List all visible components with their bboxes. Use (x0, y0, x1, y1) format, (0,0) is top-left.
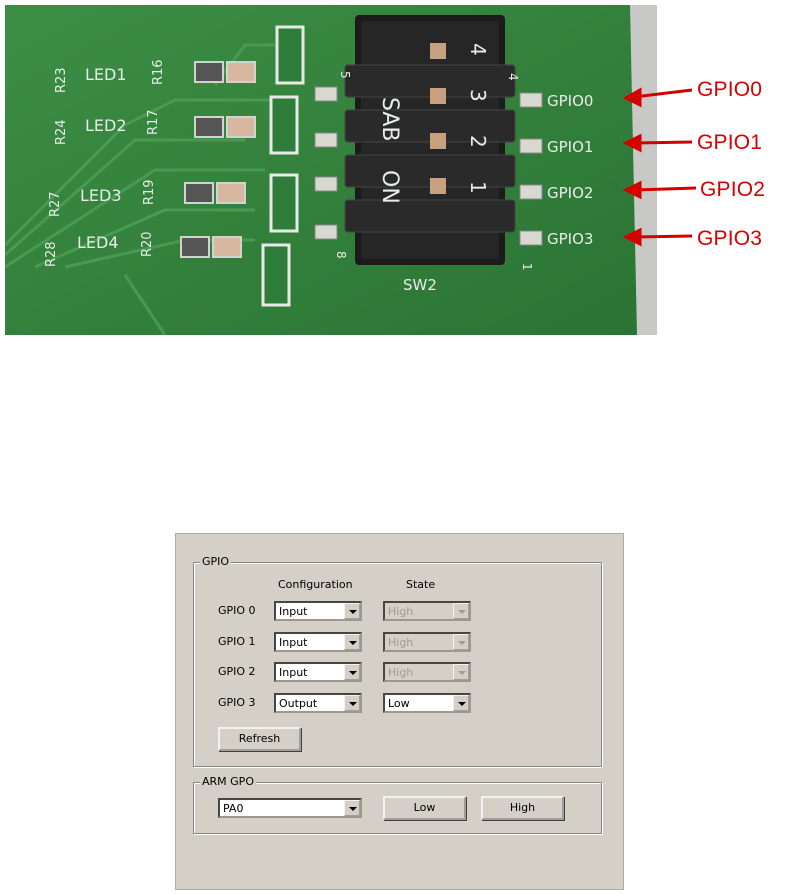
high-button[interactable]: High (481, 796, 564, 820)
state-header: State (406, 578, 435, 591)
dropdown-arrow-icon[interactable] (344, 603, 360, 619)
arm-gpo-pin-select[interactable]: PA0 (218, 798, 362, 818)
pcb-photo: LED1 LED2 LED3 LED4 R23 R16 R24 R17 R27 … (5, 5, 657, 335)
pad-label-gpio3: GPIO3 (547, 230, 593, 248)
pin-number-1: 1 (520, 263, 534, 271)
arrow-icon (626, 183, 640, 197)
led2-label: LED2 (85, 116, 127, 135)
gpio2-state-select: High (383, 662, 471, 682)
gpio3-configuration-value: Output (279, 697, 317, 710)
gpio-settings-panel: GPIO Configuration State GPIO 0 Input Hi… (175, 533, 624, 890)
r23-label: R23 (54, 67, 69, 93)
dropdown-arrow-icon[interactable] (344, 664, 360, 680)
gpio3-state-select[interactable]: Low (383, 693, 471, 713)
gpio1-configuration-select[interactable]: Input (274, 632, 362, 652)
dropdown-arrow-icon[interactable] (344, 695, 360, 711)
gpio0-configuration-value: Input (279, 605, 307, 618)
callout-gpio1: GPIO1 (697, 131, 762, 155)
arrow-icon (626, 136, 640, 150)
arm-gpo-group-title: ARM GPO (200, 775, 256, 788)
pin-number-8: 8 (334, 251, 348, 259)
gpio1-state-select: High (383, 632, 471, 652)
gpio2-label: GPIO 2 (218, 665, 256, 678)
switch-number-4: 4 (466, 43, 490, 56)
gpio1-label: GPIO 1 (218, 635, 256, 648)
switch-body-text: SAB (377, 97, 402, 142)
gpio1-configuration-value: Input (279, 636, 307, 649)
gpio0-label: GPIO 0 (218, 604, 256, 617)
dropdown-arrow-icon[interactable] (344, 634, 360, 650)
gpio-group-title: GPIO (200, 555, 231, 568)
gpio3-configuration-select[interactable]: Output (274, 693, 362, 713)
dropdown-arrow-icon[interactable] (453, 695, 469, 711)
arm-gpo-pin-value: PA0 (223, 802, 243, 815)
arm-gpo-groupbox: ARM GPO PA0 Low High (193, 782, 602, 834)
dropdown-arrow-icon[interactable] (344, 800, 360, 816)
pad-label-gpio2: GPIO2 (547, 184, 593, 202)
refresh-button[interactable]: Refresh (218, 727, 301, 751)
pad-label-gpio0: GPIO0 (547, 92, 593, 110)
gpio2-state-value: High (388, 666, 413, 679)
dropdown-arrow-icon (453, 634, 469, 650)
gpio3-label: GPIO 3 (218, 696, 256, 709)
gpio0-state-value: High (388, 605, 413, 618)
callout-gpio3: GPIO3 (697, 227, 762, 251)
switch-on-text: ON (377, 170, 402, 204)
pin-number-5: 5 (338, 71, 352, 79)
gpio2-configuration-value: Input (279, 666, 307, 679)
r19-label: R19 (142, 179, 157, 205)
arrow-icon (626, 90, 640, 105)
switch-number-1: 1 (466, 181, 490, 194)
sw2-label: SW2 (403, 276, 437, 294)
led4-label: LED4 (77, 233, 119, 252)
dropdown-arrow-icon (453, 664, 469, 680)
pad-label-gpio1: GPIO1 (547, 138, 593, 156)
led3-label: LED3 (80, 186, 122, 205)
pin-number-4: 4 (506, 73, 520, 81)
arrows-overlay (620, 80, 700, 260)
gpio0-state-select: High (383, 601, 471, 621)
low-button[interactable]: Low (383, 796, 466, 820)
gpio-groupbox: GPIO Configuration State GPIO 0 Input Hi… (193, 562, 602, 767)
gpio0-configuration-select[interactable]: Input (274, 601, 362, 621)
r17-label: R17 (146, 109, 161, 135)
r20-label: R20 (140, 231, 155, 257)
switch-number-3: 3 (466, 89, 490, 102)
r16-label: R16 (151, 59, 166, 85)
switch-number-2: 2 (466, 135, 490, 148)
r28-label: R28 (44, 241, 59, 267)
gpio1-state-value: High (388, 636, 413, 649)
configuration-header: Configuration (278, 578, 353, 591)
callout-gpio0: GPIO0 (697, 78, 762, 102)
arrow-icon (626, 230, 640, 244)
dropdown-arrow-icon (453, 603, 469, 619)
gpio2-configuration-select[interactable]: Input (274, 662, 362, 682)
gpio3-state-value: Low (388, 697, 410, 710)
r24-label: R24 (54, 119, 69, 145)
led1-label: LED1 (85, 65, 127, 84)
r27-label: R27 (48, 191, 63, 217)
callout-gpio2: GPIO2 (700, 178, 765, 202)
